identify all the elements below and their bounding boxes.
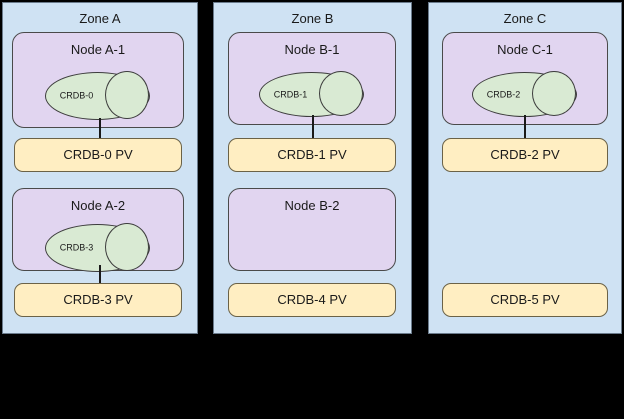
connector-line (99, 265, 101, 285)
database-cylinder-cap (319, 71, 363, 116)
database-cylinder-cap (532, 71, 576, 116)
database-cylinder-cap (105, 71, 149, 119)
persistent-volume-label: CRDB-4 PV (277, 292, 347, 307)
database-label: CRDB-2 (486, 89, 521, 99)
database-cylinder-crdb-2: CRDB-2 (472, 71, 577, 117)
persistent-volume-label: CRDB-0 PV (63, 147, 133, 162)
persistent-volume-crdb-1-pv: CRDB-1 PV (228, 138, 396, 172)
persistent-volume-crdb-2-pv: CRDB-2 PV (442, 138, 608, 172)
node-title: Node A-2 (70, 198, 126, 213)
database-cylinder-crdb-1: CRDB-1 (259, 71, 364, 117)
persistent-volume-label: CRDB-5 PV (490, 292, 560, 307)
node-box-node-b-2: Node B-2 (228, 188, 396, 271)
zone-title: Zone B (291, 11, 334, 26)
connector-line (524, 115, 526, 140)
zone-title: Zone A (79, 11, 121, 26)
database-label: CRDB-3 (59, 242, 94, 253)
database-cylinder-crdb-0: CRDB-0 (45, 71, 150, 120)
database-label: CRDB-0 (59, 90, 94, 101)
connector-line (99, 118, 101, 140)
connector-line (312, 115, 314, 140)
persistent-volume-crdb-5-pv: CRDB-5 PV (442, 283, 608, 317)
database-label: CRDB-1 (273, 89, 308, 99)
node-title: Node B-1 (284, 42, 340, 57)
persistent-volume-crdb-3-pv: CRDB-3 PV (14, 283, 182, 317)
persistent-volume-crdb-0-pv: CRDB-0 PV (14, 138, 182, 172)
persistent-volume-label: CRDB-3 PV (63, 292, 133, 307)
persistent-volume-label: CRDB-2 PV (490, 147, 560, 162)
database-cylinder-crdb-3: CRDB-3 (45, 223, 150, 272)
zone-title: Zone C (503, 11, 547, 26)
persistent-volume-label: CRDB-1 PV (277, 147, 347, 162)
node-title: Node C-1 (497, 42, 553, 57)
database-cylinder-cap (105, 223, 149, 271)
node-title: Node A-1 (70, 42, 126, 57)
node-title: Node B-2 (284, 198, 340, 213)
persistent-volume-crdb-4-pv: CRDB-4 PV (228, 283, 396, 317)
